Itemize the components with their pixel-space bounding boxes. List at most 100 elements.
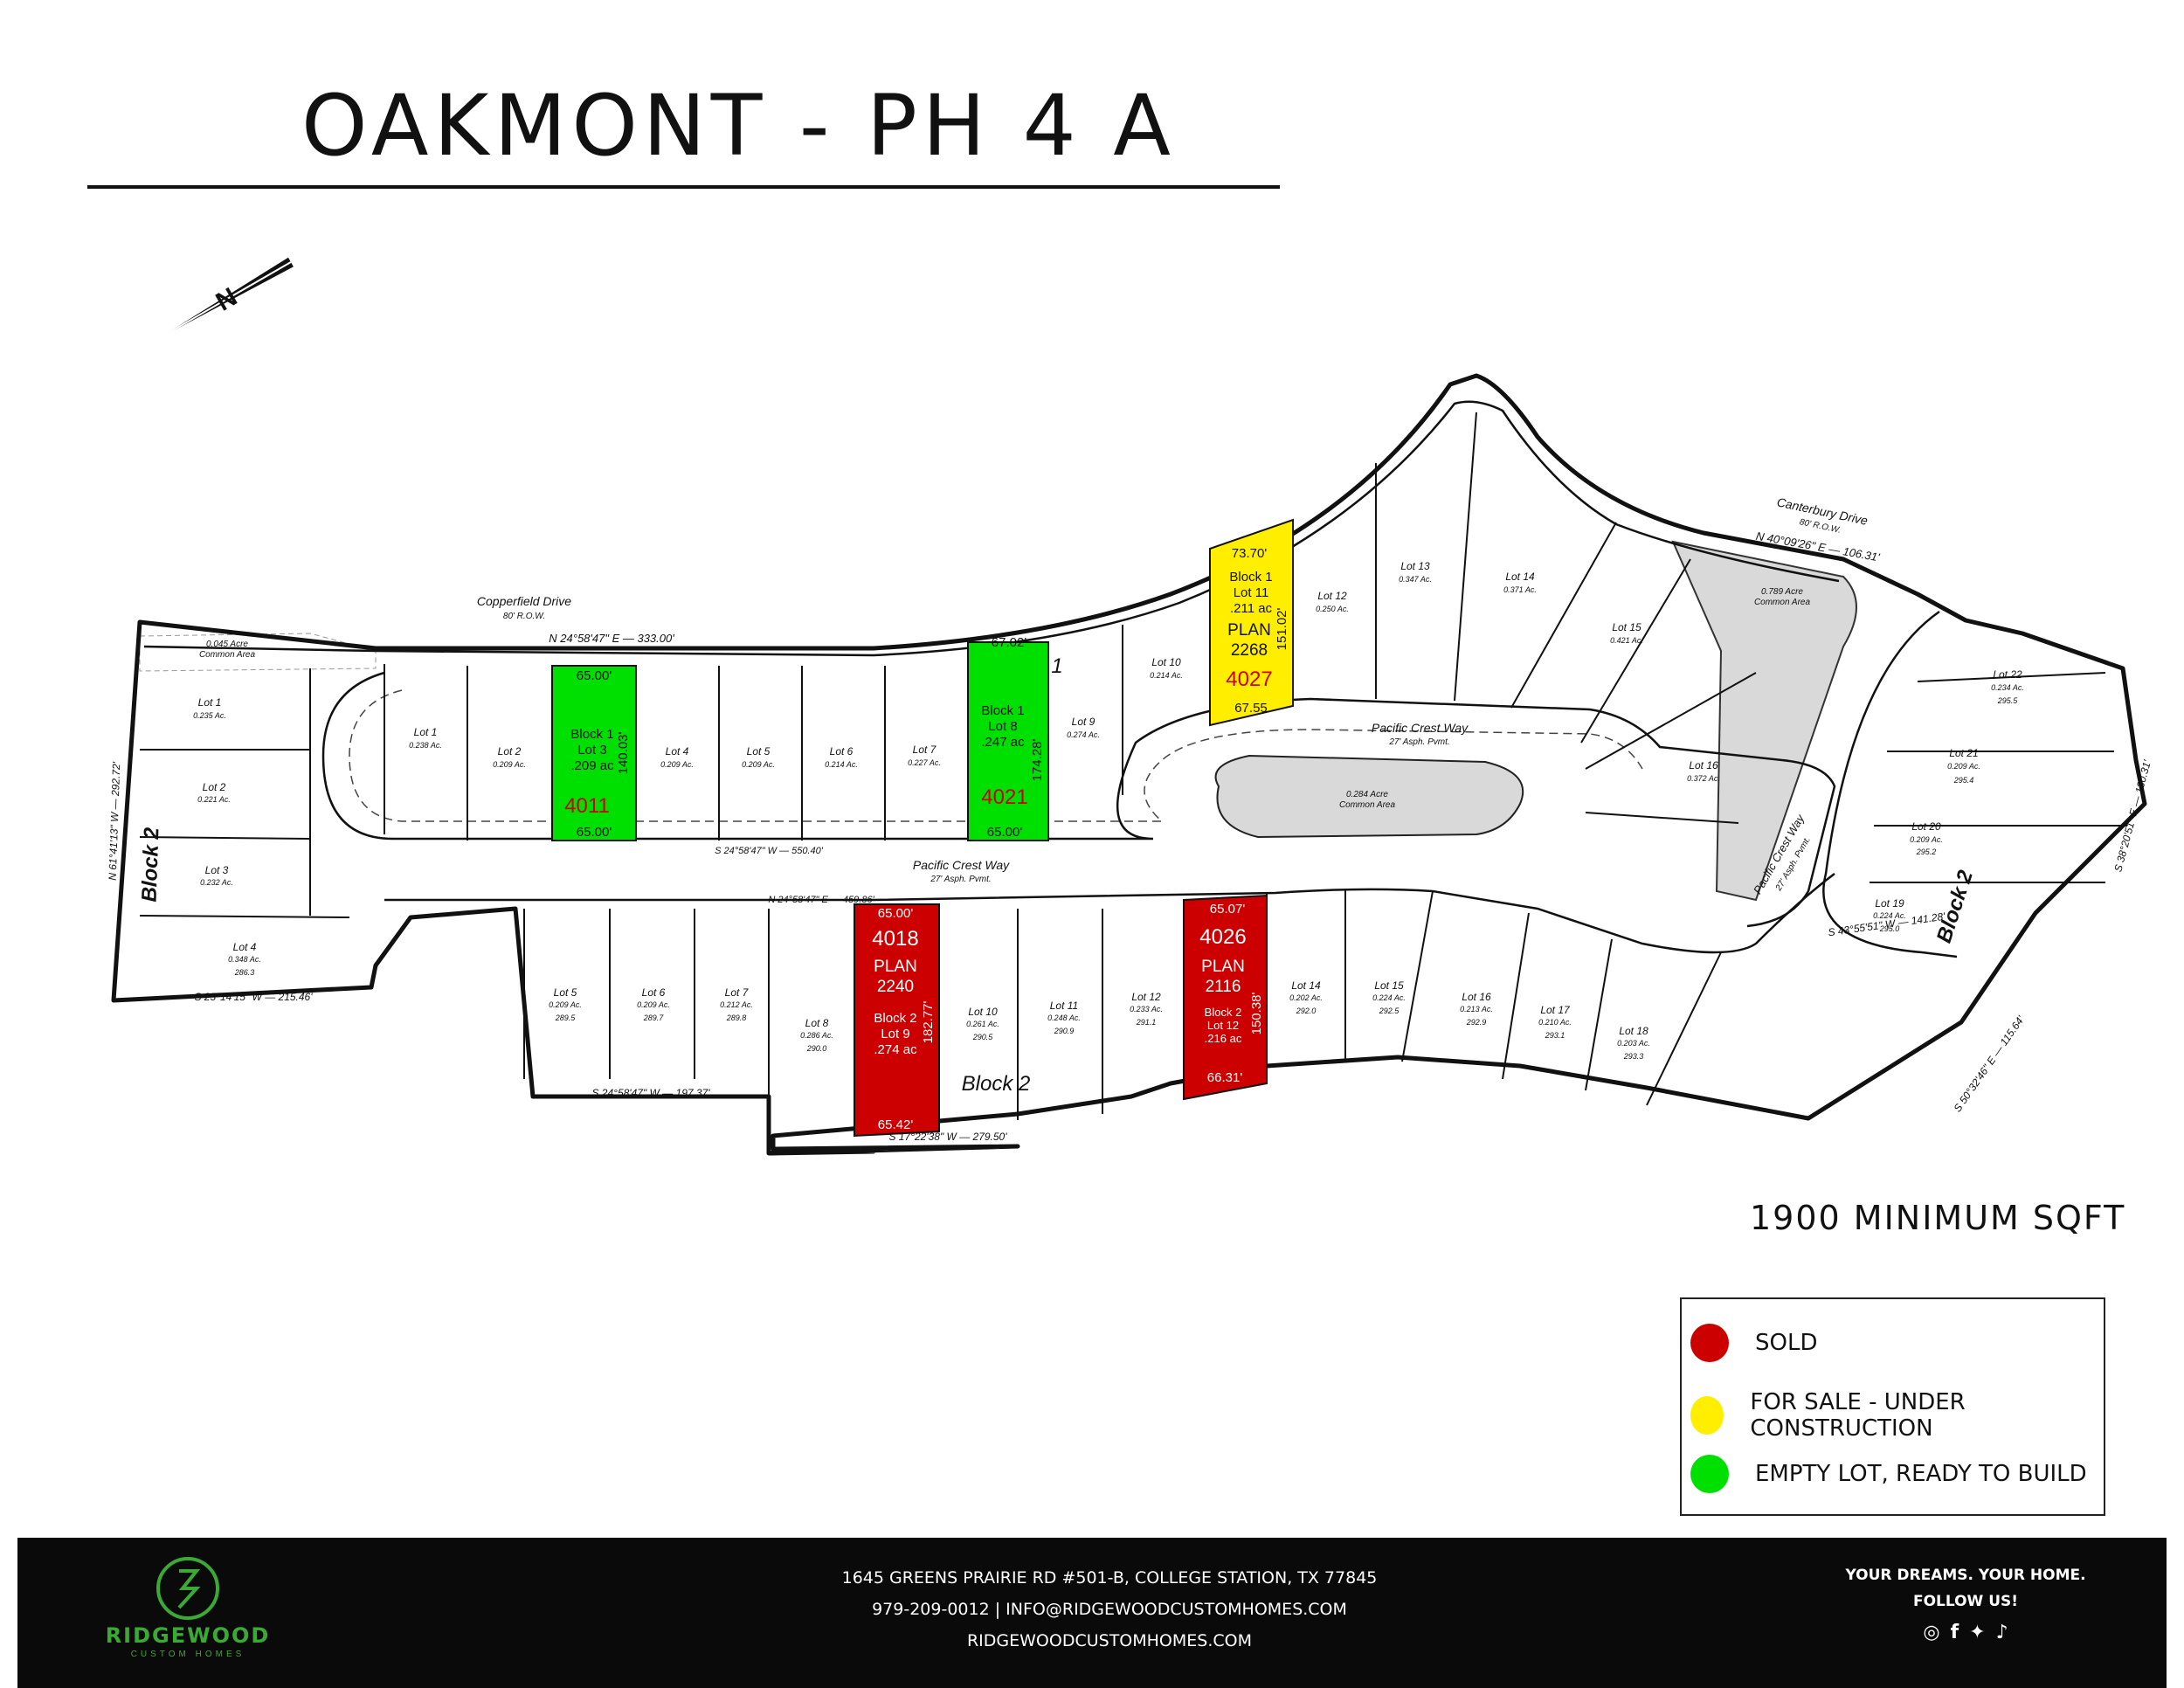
company-logo[interactable]: RIDGEWOOD CUSTOM HOMES	[92, 1553, 284, 1659]
instagram-icon[interactable]: ◎	[1923, 1622, 1940, 1643]
street-pacific-crest-2: Pacific Crest Way	[1372, 721, 1469, 735]
pacific-crest-way-inner	[349, 689, 1643, 822]
legend-item-sold: SOLD	[1690, 1324, 1817, 1362]
lot-4027-block: Block 1	[1229, 570, 1272, 585]
legend-item-empty: EMPTY LOT, READY TO BUILD	[1690, 1455, 2087, 1493]
lot-4027-plan-no: 2268	[1231, 641, 1268, 660]
lot-acres: 0.209 Ac.	[1910, 835, 1943, 844]
lot-label: Lot 1	[198, 696, 222, 709]
lot-sqft: 290.9	[1054, 1027, 1075, 1035]
block-2-right-label: Block 2	[1932, 867, 1978, 945]
lot-label: Lot 13	[1400, 560, 1430, 572]
lot-4018-side-dim: 182.77'	[921, 1000, 936, 1043]
lot-label: Lot 22	[1993, 668, 2022, 681]
lot-4018-plan-no: 2240	[877, 978, 914, 996]
lot-acres: 0.347 Ac.	[1399, 575, 1432, 584]
lot-acres: 0.214 Ac.	[825, 760, 858, 769]
lot-4027-bottom-dim: 67.55	[1234, 701, 1268, 716]
lot-4026-plan: PLAN	[1201, 958, 1245, 976]
lot-acres: 0.209 Ac.	[493, 760, 526, 769]
lot-4026-top-dim: 65.07'	[1210, 902, 1246, 917]
block-2-left-label: Block 2	[138, 827, 164, 903]
lot-4011-top-dim: 65.00'	[577, 668, 612, 683]
lot-acres: 0.235 Ac.	[193, 711, 226, 720]
footer-bar: RIDGEWOOD CUSTOM HOMES 1645 GREENS PRAIR…	[17, 1538, 2167, 1688]
lot-4011-highlight[interactable]	[551, 665, 637, 841]
block-1-label: 1	[1051, 654, 1062, 678]
common-triangle-acre: 0.789 Acre	[1761, 587, 1803, 597]
lot-acres: 0.421 Ac.	[1610, 636, 1643, 645]
lot-acres: 0.371 Ac.	[1503, 585, 1537, 594]
north-arrow-icon: N	[154, 257, 294, 342]
lot-acres: 0.221 Ac.	[197, 795, 231, 804]
bearing-bottom: S 17°22'38" W — 279.50'	[888, 1131, 1007, 1143]
lot-label: Lot 18	[1619, 1025, 1648, 1037]
lot-acres: 0.372 Ac.	[1687, 774, 1720, 783]
legend-label-for-sale: FOR SALE - UNDER CONSTRUCTION	[1750, 1389, 1966, 1442]
lot-4011-acres: .209 ac	[570, 758, 614, 773]
copperfield-row-line	[143, 400, 1840, 657]
lot-4027-plan: PLAN	[1227, 621, 1271, 640]
lot-sqft: 295.4	[1953, 776, 1974, 785]
lot-label: Lot 2	[203, 781, 226, 793]
lot-label: Lot 4	[666, 745, 689, 758]
lot-sqft: 286.3	[234, 968, 255, 977]
legend-item-for-sale: FOR SALE - UNDER CONSTRUCTION	[1690, 1389, 2104, 1442]
lot-sqft: 290.0	[806, 1044, 827, 1053]
ridgewood-logo-icon	[156, 1557, 219, 1620]
street-pacific-crest-2-pvmt: 27' Asph. Pvmt.	[1388, 737, 1449, 747]
legend-swatch-empty	[1690, 1455, 1729, 1493]
lot-4027-highlight[interactable]	[1209, 518, 1294, 727]
lot-label: Lot 16	[1462, 991, 1491, 1003]
lot-acres: 0.227 Ac.	[908, 758, 941, 767]
lot-label: Lot 7	[913, 744, 937, 756]
footer-phone-email[interactable]: 979-209-0012 | INFO@RIDGEWOODCUSTOMHOMES…	[872, 1600, 1347, 1619]
lot-4011-bottom-dim: 65.00'	[577, 825, 612, 840]
legend-swatch-for-sale	[1690, 1396, 1724, 1435]
block1-lot-lines	[139, 412, 1757, 918]
lot-4026-highlight[interactable]	[1183, 894, 1268, 1101]
lot-acres: 0.348 Ac.	[228, 955, 261, 964]
subdivision-plat-map: N	[107, 257, 2153, 1156]
footer-contact: 1645 GREENS PRAIRIE RD #501-B, COLLEGE S…	[743, 1562, 1476, 1657]
tiktok-icon[interactable]: ♪	[1995, 1622, 2008, 1643]
facebook-icon[interactable]: f	[1950, 1622, 1959, 1643]
lot-4026-block: Block 2	[1205, 1006, 1242, 1019]
lot-label: Lot 1	[414, 726, 438, 738]
twitter-icon[interactable]: ✦	[1969, 1622, 1986, 1643]
lot-4018-number: 4018	[872, 927, 918, 951]
lot-4021-bottom-dim: 65.00'	[987, 825, 1023, 840]
street-copperfield-row: 80' R.O.W.	[503, 612, 545, 621]
block2-right-arc	[1822, 610, 1958, 958]
follow-us-text: FOLLOW US!	[1912, 1593, 2019, 1610]
lot-sqft: 295.5	[1997, 696, 2019, 705]
lot-acres: 0.274 Ac.	[1067, 730, 1100, 739]
lot-4018-highlight[interactable]	[854, 903, 940, 1138]
lot-4018-top-dim: 65.00'	[878, 906, 914, 921]
lot-acres: 0.232 Ac.	[200, 878, 233, 887]
street-copperfield: Copperfield Drive	[477, 594, 571, 608]
lot-acres: 0.213 Ac.	[1460, 1005, 1493, 1013]
lot-sqft: 292.0	[1296, 1007, 1317, 1015]
lot-acres: 0.238 Ac.	[409, 741, 442, 750]
tagline-text: YOUR DREAMS. YOUR HOME.	[1845, 1567, 2086, 1584]
lot-4011-side-dim: 140.03'	[616, 731, 631, 774]
lot-label: Lot 19	[1875, 897, 1904, 910]
lot-sqft: 295.0	[1879, 924, 1900, 933]
lot-label: Lot 5	[747, 745, 771, 758]
lot-4018-bottom-dim: 65.42'	[878, 1117, 914, 1132]
common-island-acre: 0.284 Acre	[1346, 790, 1388, 799]
bearing-right-side: S 38°20'51" E — 130.31'	[2111, 758, 2153, 874]
lot-4021-top-dim: 67.02'	[992, 635, 1027, 650]
lot-4021-highlight[interactable]	[967, 641, 1049, 841]
lot-label: Lot 12	[1131, 991, 1161, 1003]
lot-acres: 0.209 Ac.	[660, 760, 694, 769]
minimum-sqft-note: 1900 MINIMUM SQFT	[1750, 1199, 2126, 1237]
lot-label: Lot 7	[725, 986, 750, 999]
footer-website[interactable]: RIDGEWOODCUSTOMHOMES.COM	[966, 1631, 1253, 1650]
lot-4027-side-dim: 151.02'	[1275, 607, 1289, 650]
lot-acres: 0.286 Ac.	[800, 1031, 833, 1040]
bearing-left-bottom: S 23°14'15" W — 215.46'	[194, 991, 313, 1003]
lot-label: Lot 11	[1050, 1000, 1078, 1012]
lot-4011-number: 4011	[564, 794, 610, 818]
